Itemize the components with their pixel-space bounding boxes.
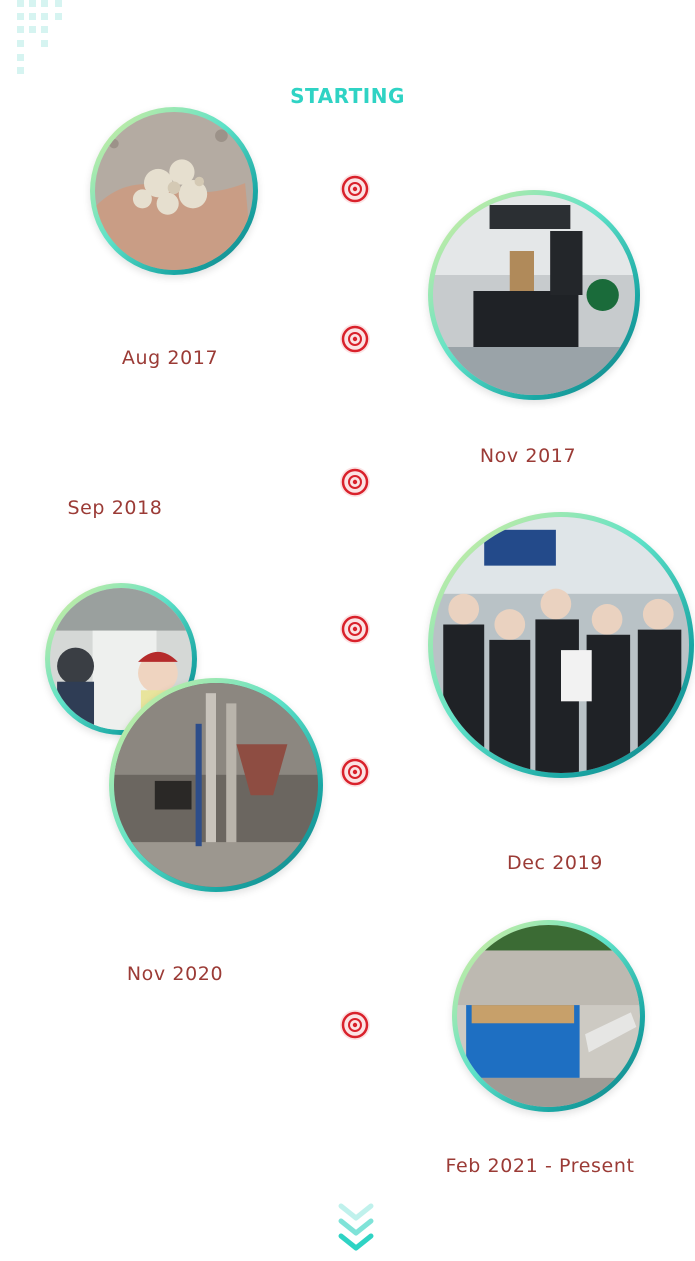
pixel-grid-decoration-icon: [17, 0, 62, 74]
timeline-date-sep-2018: Sep 2018: [67, 497, 163, 519]
lab-compression-machine-photo: [428, 190, 640, 400]
target-circle-icon: [340, 174, 370, 204]
blue-container-site-photo: [452, 920, 645, 1112]
timeline-date-nov-2020: Nov 2020: [126, 963, 224, 985]
timeline-date-feb-2021-present: Feb 2021 - Present: [445, 1155, 635, 1177]
industrial-plant-photo: [109, 678, 323, 892]
handful-of-mortar-sample-photo: [90, 107, 258, 275]
group-of-people-photo: [428, 512, 694, 778]
double-chevron-down-icon[interactable]: [337, 1202, 375, 1254]
timeline-title: STARTING: [290, 84, 405, 108]
target-circle-icon: [340, 614, 370, 644]
timeline-date-dec-2019: Dec 2019: [507, 852, 603, 874]
timeline-date-aug-2017: Aug 2017: [121, 347, 219, 369]
target-circle-icon: [340, 467, 370, 497]
target-circle-icon: [340, 757, 370, 787]
timeline-date-nov-2017: Nov 2017: [479, 445, 577, 467]
target-circle-icon: [340, 1010, 370, 1040]
target-circle-icon: [340, 324, 370, 354]
